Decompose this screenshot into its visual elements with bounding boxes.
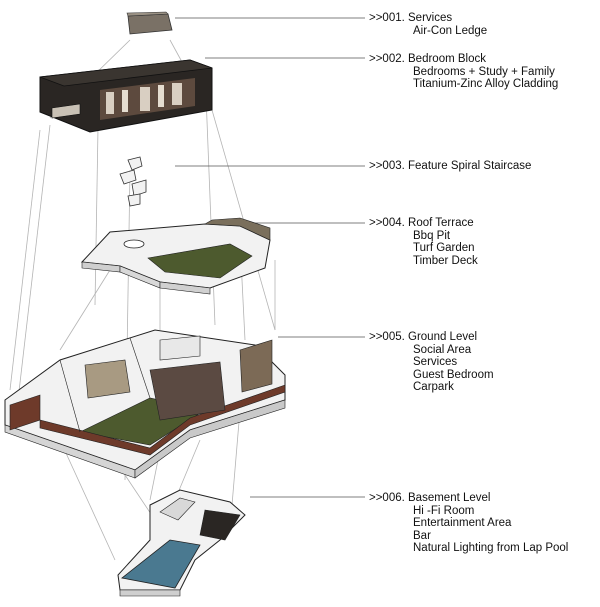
callout-bedroom-block-item: Bedrooms + Study + Family xyxy=(413,65,555,78)
callout-services-item: Air-Con Ledge xyxy=(413,24,488,37)
callout-services-title: >>001. Services xyxy=(369,12,453,24)
callout-ground-level-title: >>005. Ground Level xyxy=(369,331,478,343)
callout-basement-level: >>006. Basement Level Hi -Fi Room Entert… xyxy=(369,492,568,555)
basement-level xyxy=(117,489,246,597)
callout-basement-level-item: Entertainment Area xyxy=(413,517,512,530)
callout-basement-level-title: >>006. Basement Level xyxy=(369,492,491,504)
callout-spiral-staircase: >>003. Feature Spiral Staircase xyxy=(369,160,531,173)
callout-roof-terrace-item: Bbq Pit xyxy=(413,229,451,242)
projection-lines xyxy=(9,39,276,561)
callout-bedroom-block-title: >>002. Bedroom Block xyxy=(369,53,486,65)
leader-lines xyxy=(175,17,365,498)
callout-roof-terrace: >>004. Roof Terrace Bbq Pit Turf Garden … xyxy=(369,217,478,267)
bedroom-block xyxy=(39,59,213,133)
callout-bedroom-block-item: Titanium-Zinc Alloy Cladding xyxy=(413,78,559,91)
callout-roof-terrace-item: Timber Deck xyxy=(413,254,478,267)
callout-basement-level-item: Bar xyxy=(413,529,431,542)
callout-ground-level-item: Guest Bedroom xyxy=(413,368,494,381)
callout-ground-level-item: Carpark xyxy=(413,381,454,394)
callout-ground-level-item: Social Area xyxy=(413,343,472,356)
callout-roof-terrace-title: >>004. Roof Terrace xyxy=(369,217,474,229)
callout-ground-level-item: Services xyxy=(413,356,458,369)
callout-basement-level-item: Natural Lighting from Lap Pool xyxy=(413,542,569,555)
callout-basement-level-item: Hi -Fi Room xyxy=(413,504,475,517)
callout-roof-terrace-item: Turf Garden xyxy=(413,242,475,255)
services-air-con-ledge xyxy=(126,11,173,35)
ground-level xyxy=(4,329,286,479)
callout-spiral-staircase-title: >>003. Feature Spiral Staircase xyxy=(369,160,532,172)
callout-services: >>001. Services Air-Con Ledge xyxy=(369,12,487,37)
callout-ground-level: >>005. Ground Level Social Area Services… xyxy=(369,331,494,394)
roof-terrace xyxy=(80,217,271,295)
callout-bedroom-block: >>002. Bedroom Block Bedrooms + Study + … xyxy=(369,53,558,91)
spiral-staircase xyxy=(119,156,147,207)
